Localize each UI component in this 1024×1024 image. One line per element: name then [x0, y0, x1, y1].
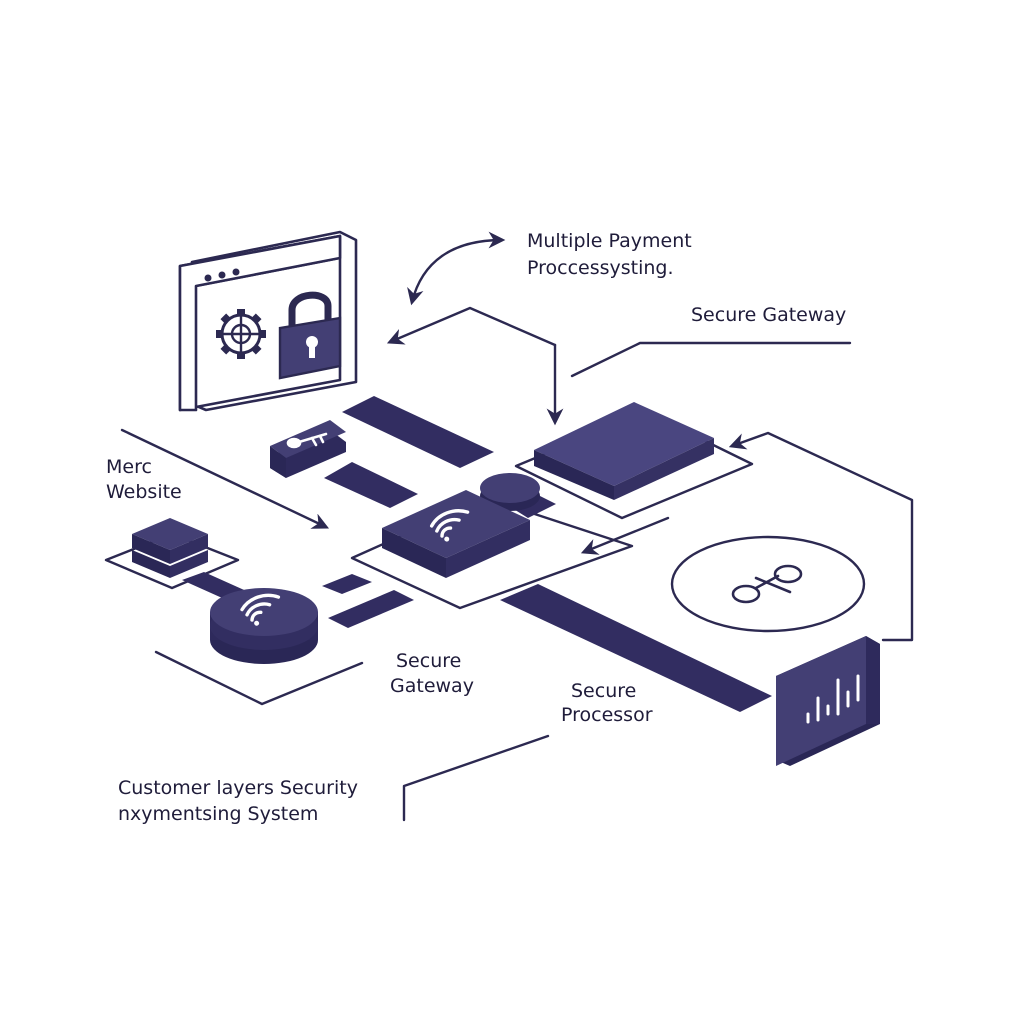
secure-processor-label-line1: Secure	[571, 680, 636, 702]
secure-gateway-bottom-label-line1: Secure	[396, 650, 461, 672]
server-block	[534, 402, 714, 500]
browser-window	[178, 230, 358, 412]
multiple-payment-label-line1: Multiple Payment	[527, 230, 692, 252]
scissors-icon	[731, 564, 803, 604]
bar-upper-b	[324, 462, 418, 508]
gateway-bottom-bracket	[154, 650, 364, 706]
customer-label-line2: nxymentsing System	[118, 803, 318, 825]
scissors-ellipse	[670, 535, 866, 633]
secure-processor-label-line2: Processor	[561, 704, 653, 726]
to-router-arrow	[580, 516, 670, 555]
bars	[182, 396, 772, 712]
wireless-icon	[240, 593, 281, 626]
merc-website-label-line1: Merc	[106, 456, 152, 478]
multiple-payment-label-line2: Proccessysting.	[527, 257, 674, 279]
gateway-to-browser-arrow	[386, 306, 557, 347]
padlock-icon	[278, 291, 342, 380]
bar-left-b	[322, 574, 372, 594]
audio-wave-icon	[806, 674, 860, 724]
merc-website-arrow	[120, 428, 330, 529]
secure-gateway-top-label: Secure Gateway	[691, 304, 846, 326]
connector-lines	[120, 231, 914, 822]
bar-connector-small	[512, 496, 556, 518]
customer-leader	[402, 734, 550, 822]
customer-label-line1: Customer layers Security	[118, 777, 358, 799]
wireless-icon	[429, 509, 470, 542]
small-puck	[480, 473, 540, 511]
audio-device	[776, 636, 880, 766]
secure-gateway-bottom-label-line2: Gateway	[390, 675, 474, 697]
central-router	[382, 490, 530, 578]
key-card	[270, 420, 346, 478]
key-icon	[286, 432, 328, 449]
labels: Multiple Payment Proccessysting. Secure …	[106, 230, 846, 825]
bar-left-c	[328, 590, 414, 628]
bar-long-diagonal	[500, 584, 772, 712]
merc-website-label-line2: Website	[106, 481, 182, 503]
left-stacked-box	[132, 518, 208, 578]
curved-double-arrow	[407, 231, 506, 306]
globe-gear-icon	[216, 309, 266, 359]
right-loop-arrow	[728, 431, 914, 642]
bar-upper-a	[342, 396, 494, 468]
round-wireless-device	[210, 588, 318, 664]
secure-gateway-leader	[570, 341, 852, 378]
